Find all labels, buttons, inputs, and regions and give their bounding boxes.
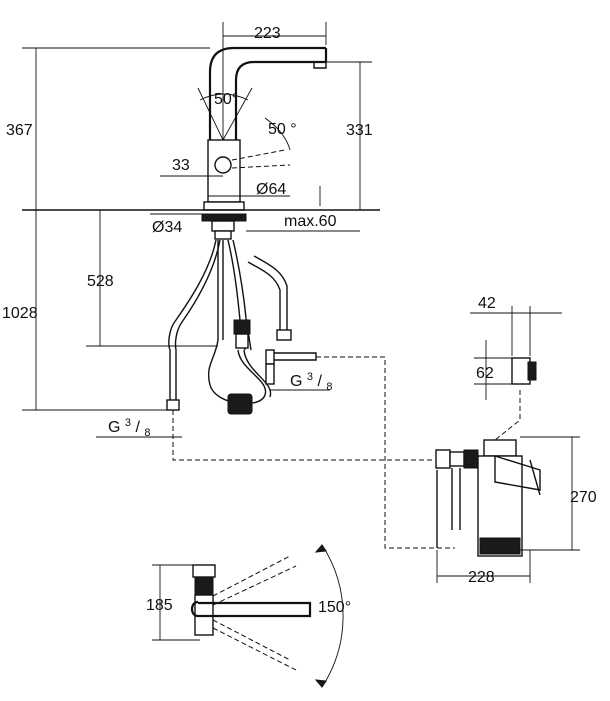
dim-hose-length-1: 528	[87, 273, 114, 290]
dimension-lines	[22, 22, 580, 641]
under-counter-assembly	[166, 213, 317, 415]
dimension-labels: 223 367 331 50° 50 ° 33 Ø64 Ø34 max.60 5…	[2, 25, 597, 616]
supply-connection-dashed	[172, 410, 435, 461]
dim-hose-length-2: 1028	[2, 305, 38, 322]
dim-spout-reach: 223	[254, 25, 281, 42]
dim-connection-2: G 3 / 8	[290, 367, 333, 393]
dim-rotation-angle: 150°	[318, 599, 351, 616]
dim-filter-depth: 42	[478, 295, 496, 312]
faucet-body	[203, 46, 328, 211]
dim-connection-1: G 3 / 8	[108, 413, 151, 439]
dim-filter-width: 228	[468, 569, 495, 586]
dim-total-height: 367	[6, 122, 33, 139]
dim-shank-diameter: Ø34	[152, 219, 182, 236]
rotation-view	[190, 544, 344, 688]
dim-filter-height: 270	[570, 489, 597, 506]
filter-assembly	[435, 357, 541, 557]
dim-lever-offset: 33	[172, 157, 190, 174]
dim-base-diameter: Ø64	[256, 181, 286, 198]
dim-handle-height: 185	[146, 597, 173, 614]
dim-max-deck-thickness: max.60	[284, 213, 337, 230]
filter-connection-dashed	[316, 356, 455, 549]
filter-head-dashed	[494, 390, 521, 441]
dim-swivel-angle-2: 50 °	[268, 121, 297, 138]
dim-spout-height: 331	[346, 122, 373, 139]
dim-swivel-angle-1: 50°	[214, 91, 238, 108]
dim-filter-mount: 62	[476, 365, 494, 382]
